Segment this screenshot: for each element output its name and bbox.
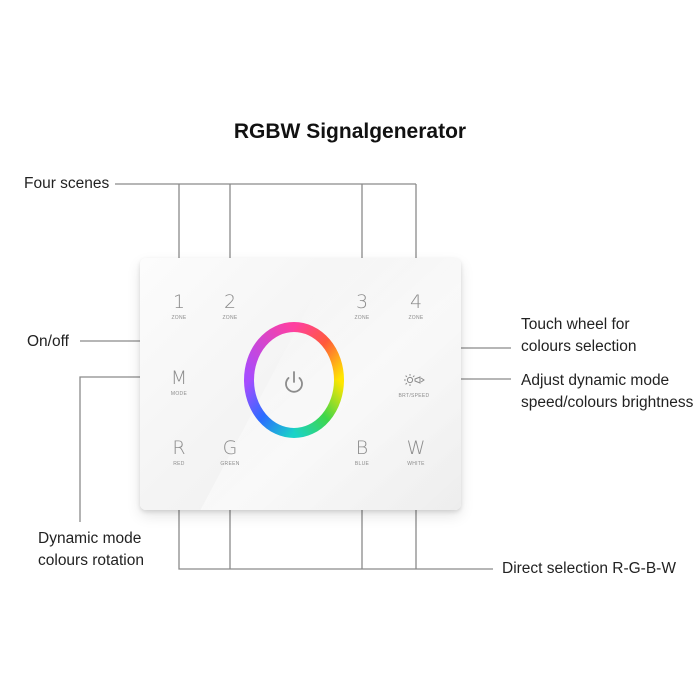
mode-button[interactable]: M MODE <box>170 367 188 397</box>
adjust-label: Adjust dynamic mode speed/colours bright… <box>521 372 694 411</box>
four-scenes-label: Four scenes <box>24 175 110 192</box>
color-wheel[interactable] <box>243 321 345 441</box>
zone-4-button[interactable]: 4 ZONE <box>408 291 424 321</box>
dynamic-mode-label: Dynamic mode colours rotation <box>38 530 144 569</box>
diagram-title: RGBW Signalgenerator <box>233 120 467 143</box>
zone-2-button[interactable]: 2 ZONE <box>222 291 238 321</box>
red-button[interactable]: R RED <box>172 437 186 467</box>
on-off-label: On/off <box>27 333 69 350</box>
green-button[interactable]: G GREEN <box>220 437 240 467</box>
blue-button[interactable]: B BLUE <box>354 437 370 467</box>
zone-1-button[interactable]: 1 ZONE <box>171 291 187 321</box>
direct-selection-label: Direct selection R-G-B-W <box>502 560 676 577</box>
zone-3-button[interactable]: 3 ZONE <box>354 291 370 321</box>
power-icon[interactable] <box>285 371 303 393</box>
brightness-speed-icon <box>404 374 425 386</box>
direct-selection-line <box>178 485 493 570</box>
touch-panel: 1 ZONE 2 ZONE 3 ZONE 4 ZONE M MODE <box>140 258 461 510</box>
touch-wheel-label: Touch wheel for colours selection <box>521 316 637 355</box>
white-button[interactable]: W WHITE <box>406 437 426 467</box>
dynamic-mode-line <box>79 376 156 522</box>
brightness-speed-button[interactable]: BRT/SPEED <box>392 373 436 399</box>
